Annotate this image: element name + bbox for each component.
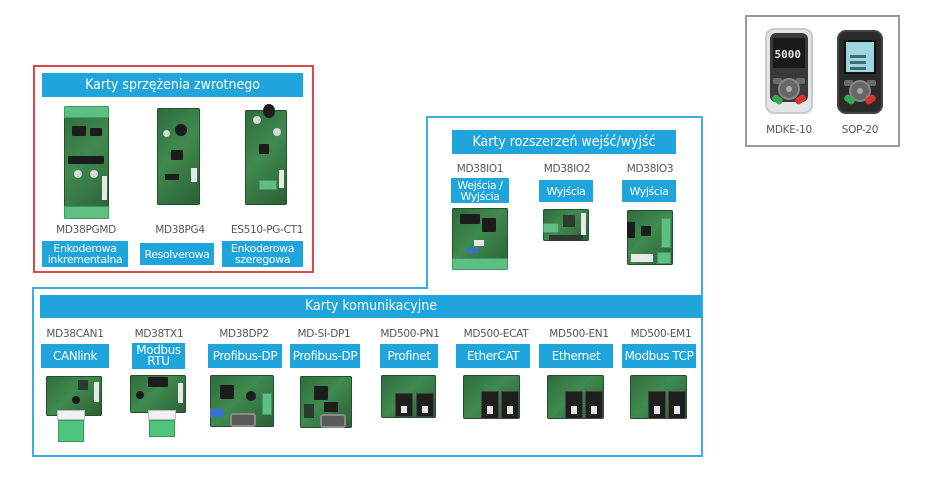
model-label: MD500-PN1	[380, 328, 440, 340]
model-label: MDKE-10	[766, 124, 812, 136]
pcb-image-md38io3	[627, 210, 673, 265]
connector-icon	[0, 18, 30, 36]
pcb-image-md500-em1	[630, 375, 687, 419]
dpad-icon	[849, 80, 871, 102]
model-label: ES510-PG-CT1	[230, 224, 304, 236]
card-type-badge: Profibus-DP	[290, 344, 360, 368]
terminal-block-icon	[148, 410, 176, 420]
pcb-image-md500-ecat	[463, 375, 520, 419]
pcb-image-md500-en1	[547, 375, 604, 419]
model-label: MD-SI-DP1	[297, 328, 351, 340]
model-label: MD500-EM1	[630, 328, 692, 340]
terminal-block-icon	[57, 410, 85, 420]
card-type-badge: Profinet	[380, 344, 438, 368]
model-label: MD38IO2	[543, 163, 591, 175]
terminal-plug-icon	[149, 420, 175, 437]
pcb-image-es510-pg-ct1	[245, 110, 287, 205]
card-type-badge: CANlink	[41, 344, 109, 368]
pcb-image-md38pg4	[157, 108, 200, 205]
model-label: MD38CAN1	[46, 328, 104, 340]
pcb-image-md38io2	[543, 209, 589, 241]
card-type-badge: Wyjścia	[622, 180, 676, 202]
capacitor-icon	[263, 104, 275, 118]
card-type-badge: Profibus-DP	[208, 344, 282, 368]
model-label: MD38PGMD	[56, 224, 116, 236]
card-type-badge: Resolverowa	[140, 243, 214, 265]
model-label: MD500-ECAT	[463, 328, 529, 340]
pcb-image-md38can1	[46, 376, 102, 416]
pcb-image-md38pgmd	[64, 106, 109, 219]
keypad-image-sop-20	[837, 30, 883, 114]
dpad-icon	[778, 78, 800, 100]
model-label: SOP-20	[841, 124, 879, 136]
model-label: MD38TX1	[134, 328, 184, 340]
model-label: MD38IO1	[456, 163, 504, 175]
pcb-image-md-si-dp1	[300, 376, 352, 428]
io-cards-title: Karty rozszerzeń wejść/wyjść	[452, 130, 676, 154]
model-label: MD38DP2	[219, 328, 269, 340]
feedback-cards-group	[33, 65, 314, 273]
model-label: MD38PG4	[155, 224, 205, 236]
terminal-plug-icon	[58, 420, 84, 442]
keypad-display: 5000	[773, 38, 805, 68]
pcb-image-md38dp2	[210, 375, 274, 427]
card-type-badge: Ethernet	[539, 344, 613, 368]
frame-joint-cover	[428, 287, 701, 291]
model-label: MD500-EN1	[549, 328, 609, 340]
card-type-badge: Modbus TCP	[622, 344, 696, 368]
card-type-badge: Wyjścia	[539, 180, 593, 202]
keypad-image-mdke-10: 5000	[765, 28, 813, 114]
comm-cards-title: Karty komunikacyjne	[40, 295, 702, 318]
card-type-badge: Wejścia /Wyjścia	[451, 178, 509, 203]
pcb-image-md38io1	[452, 208, 508, 270]
pcb-image-md500-pn1	[381, 375, 436, 418]
connector-icon	[0, 0, 32, 18]
feedback-cards-title: Karty sprzężenia zwrotnego	[42, 73, 303, 97]
card-type-badge: EtherCAT	[456, 344, 530, 368]
keypad-display	[844, 40, 876, 74]
pcb-image-md38tx1	[130, 375, 186, 413]
model-label: MD38IO3	[626, 163, 674, 175]
